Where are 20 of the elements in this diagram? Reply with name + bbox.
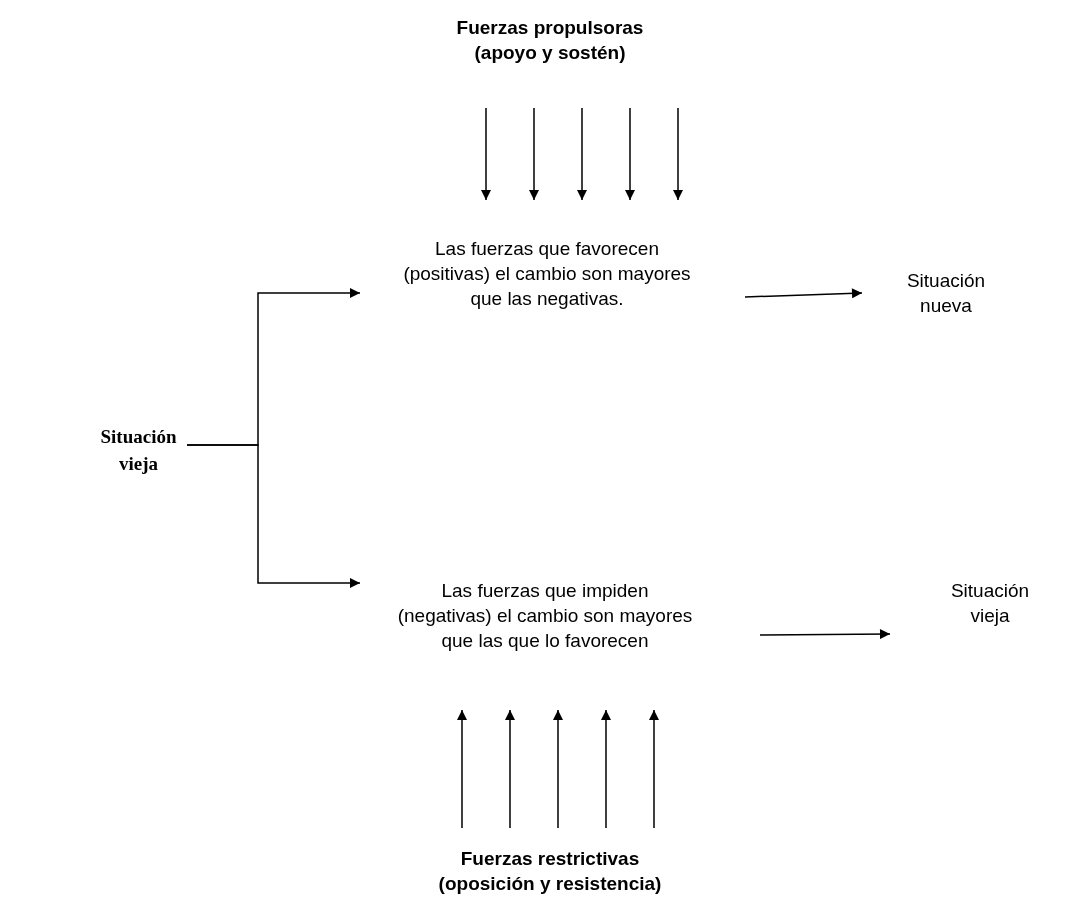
heading-text: Fuerzas propulsoras (apoyo y sostén) [400, 5, 700, 108]
statement-text: Las fuerzas que impiden (negativas) el cambio son mayores que las que lo favorecen [360, 540, 760, 710]
statement-text: Situación vieja [890, 578, 1060, 635]
arrow [457, 709, 467, 829]
heading-text: Fuerzas restrictivas (oposición y resistencia) [400, 828, 700, 903]
arrow [601, 709, 611, 829]
arrow [673, 107, 683, 201]
arrow [529, 107, 539, 201]
statement-text: Las fuerzas que favorecen (positivas) el cambio son mayores que las negativas. [360, 200, 745, 345]
arrow [577, 107, 587, 201]
arrow [625, 107, 635, 201]
arrow [553, 709, 563, 829]
heading-text: Situación vieja [90, 415, 187, 480]
statement-text: Situación nueva [862, 265, 1032, 320]
arrow [744, 288, 863, 299]
arrow [649, 709, 659, 829]
arrow [186, 444, 361, 588]
arrow [481, 107, 491, 201]
arrow [505, 709, 515, 829]
arrow [759, 629, 891, 640]
